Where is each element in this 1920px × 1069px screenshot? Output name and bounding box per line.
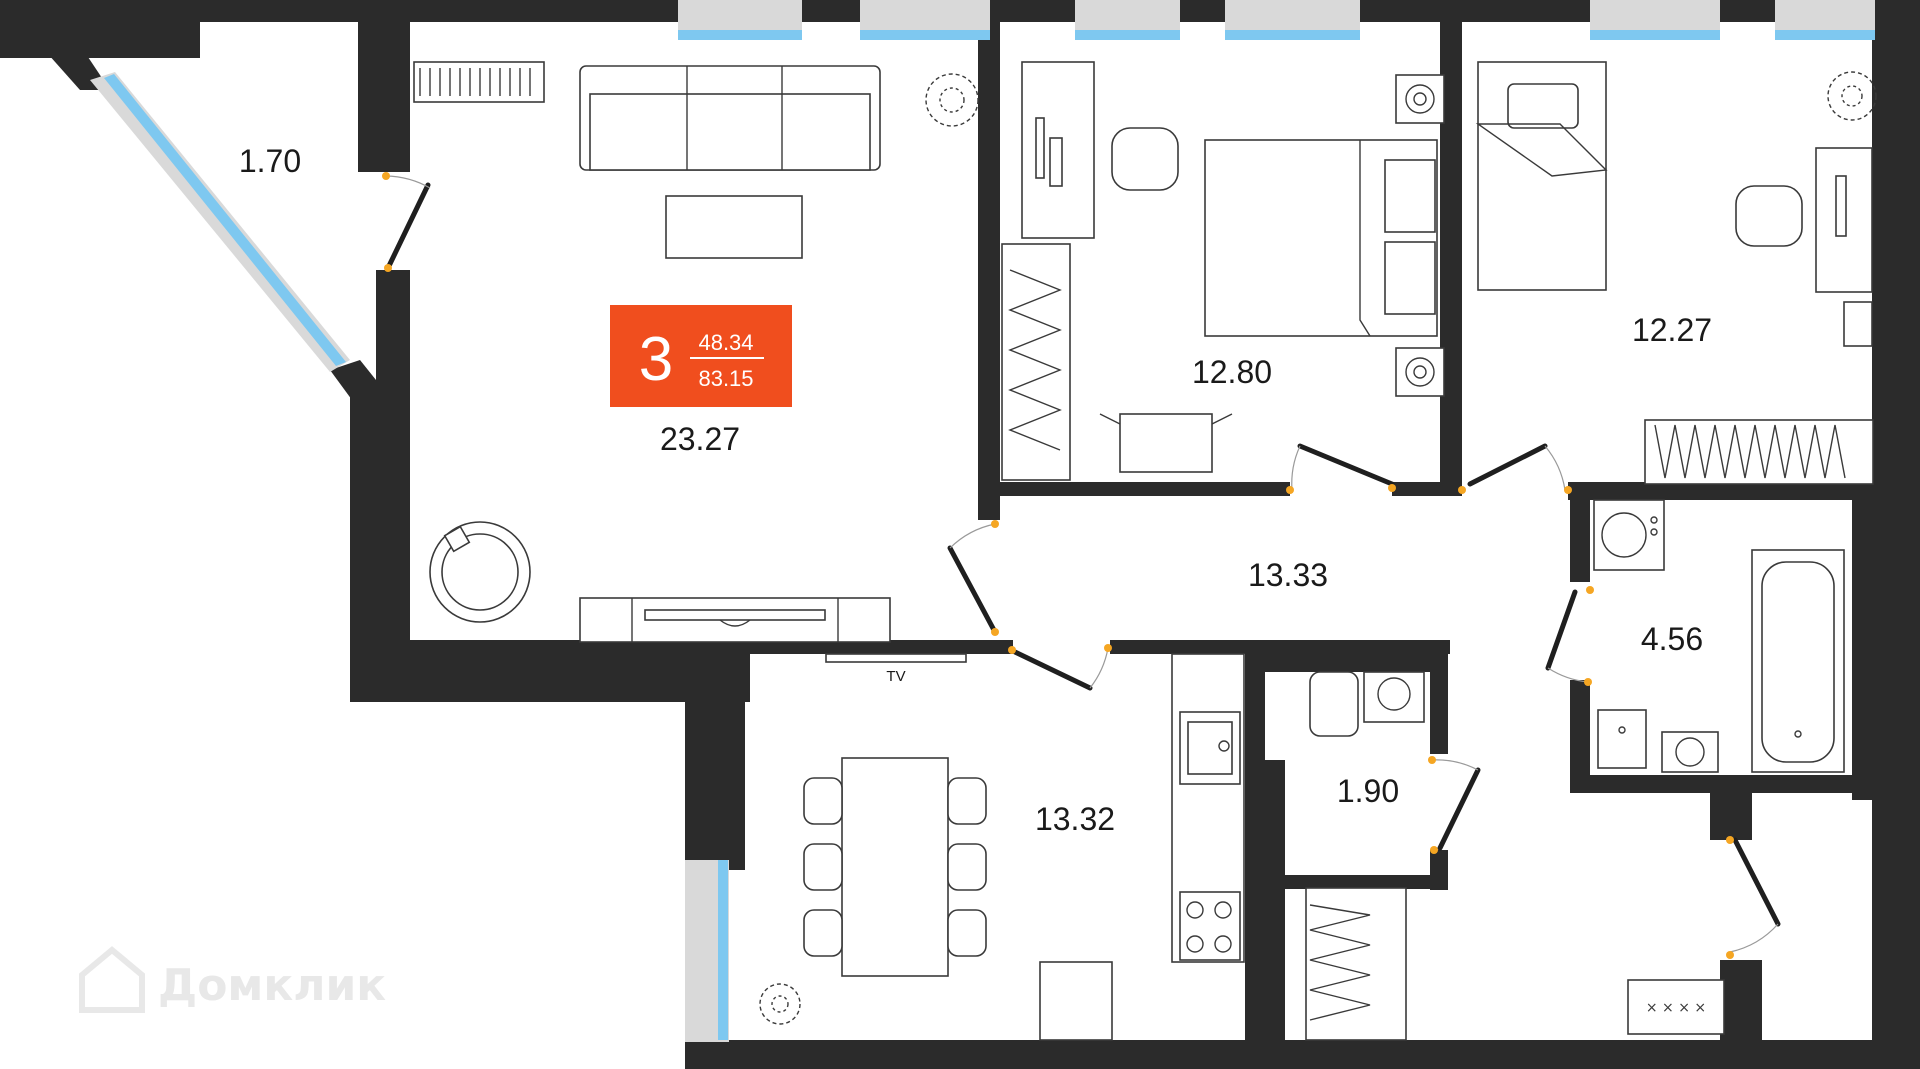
armchair-icon — [429, 521, 531, 623]
watermark-logo: Домклик — [79, 946, 386, 1013]
dresser-icon — [1099, 413, 1233, 473]
bathtub-icon — [1751, 549, 1845, 773]
double-bed-icon — [1204, 139, 1438, 337]
kitchen-sink-icon — [1179, 711, 1241, 785]
area-label-bedroom-2: 12.27 — [1632, 312, 1712, 348]
toilet-icon — [1309, 671, 1359, 737]
living-room-furniture — [413, 61, 979, 643]
plant-icon — [925, 73, 979, 127]
bedroom-1-furniture — [1001, 61, 1445, 481]
chair-icon — [1111, 127, 1179, 191]
single-bed-icon — [1475, 61, 1608, 291]
rug-icon: × × × × — [1627, 979, 1725, 1035]
wardrobe-icon — [1001, 243, 1071, 481]
cabinet-icon — [1843, 301, 1873, 347]
monitor-icon — [1035, 117, 1045, 179]
tv-icon — [825, 653, 967, 663]
nightstand-icon — [1395, 347, 1445, 397]
plant-icon — [1827, 71, 1877, 121]
chair-icon — [1735, 185, 1803, 247]
windows — [90, 0, 1875, 1042]
keyboard-icon — [1049, 137, 1063, 187]
area-label-living-room: 23.27 — [660, 421, 740, 457]
bedroom-2-furniture — [1475, 61, 1877, 485]
tv-label: TV — [886, 668, 905, 685]
wardrobe-icon — [1644, 419, 1874, 485]
plant-icon — [759, 983, 801, 1025]
toilet-room-furniture — [1305, 671, 1425, 1041]
dining-chairs-icons — [803, 777, 987, 957]
svg-text:× × × ×: × × × × — [1646, 1000, 1706, 1016]
area-label-bedroom-1: 12.80 — [1192, 354, 1272, 390]
area-label-kitchen: 13.32 — [1035, 801, 1115, 837]
oven-icon — [1039, 961, 1113, 1041]
washing-machine-icon — [1593, 499, 1665, 571]
kitchen-furniture — [759, 653, 1245, 1041]
badge-rooms-count: 3 — [639, 325, 673, 394]
badge-total-area: 83.15 — [698, 366, 753, 391]
watermark-text: Домклик — [158, 960, 386, 1011]
rooms-badge: 3 48.34 83.15 — [610, 305, 792, 407]
sink-icon — [1363, 671, 1425, 723]
radiator-icon — [413, 61, 545, 103]
stove-icon — [1179, 891, 1241, 961]
area-label-toilet: 1.90 — [1337, 773, 1399, 809]
nightstand-icon — [1395, 74, 1445, 124]
area-label-hallway: 13.33 — [1248, 557, 1328, 593]
wardrobe-icon — [1305, 887, 1407, 1041]
sink-icon — [1661, 731, 1719, 773]
badge-living-area: 48.34 — [698, 330, 753, 355]
bathroom-furniture — [1593, 499, 1845, 773]
area-label-bathroom: 4.56 — [1641, 621, 1703, 657]
coffee-table-icon — [665, 195, 803, 259]
tv-stand-icon — [579, 597, 891, 643]
area-label-loggia: 1.70 — [239, 143, 301, 179]
doors — [382, 172, 1781, 959]
monitor-icon — [1835, 175, 1847, 237]
toilet-icon — [1597, 709, 1647, 769]
sofa-icon — [579, 65, 881, 171]
dining-table-icon — [841, 757, 949, 977]
